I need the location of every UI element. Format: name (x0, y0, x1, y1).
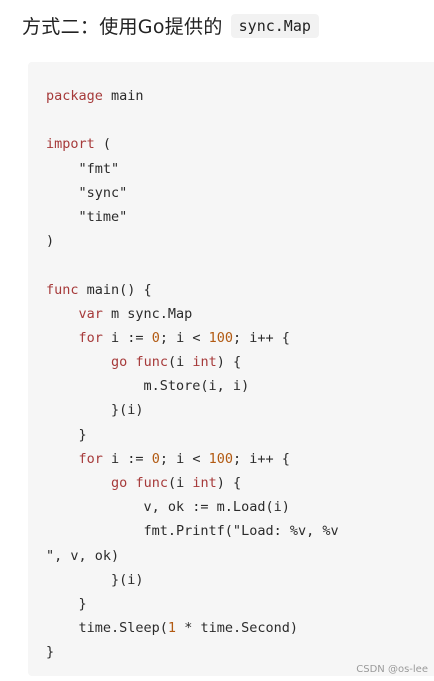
code-token: time.Sleep( (46, 620, 168, 637)
code-token: (i (167, 354, 193, 371)
watermark: CSDN @os-lee (356, 664, 428, 675)
code-token: func (135, 475, 168, 491)
code-line: ) (46, 229, 339, 253)
code-block: package main import ( "fmt" "sync" "time… (28, 62, 434, 676)
code-token: go (111, 475, 128, 491)
code-token (46, 354, 111, 370)
code-token: i := (102, 329, 152, 346)
code-token: 0 (151, 329, 160, 346)
code-token: v, ok := m.Load(i) (46, 499, 290, 516)
code-line: for i := 0; i < 100; i++ { (46, 326, 339, 350)
code-token (46, 451, 79, 467)
code-token: int (192, 354, 217, 371)
code-line: } (46, 640, 339, 664)
code-token: ) { (216, 475, 242, 491)
code-token: } (46, 426, 87, 443)
code-token: int (192, 475, 217, 491)
code-line: go func(i int) { (46, 350, 339, 374)
code-line: package main (46, 84, 339, 108)
code-token: "fmt" (46, 160, 120, 177)
code-token: 1 (167, 620, 177, 637)
code-token: main (102, 88, 144, 104)
heading-text: 方式二：使用Go提供的 (22, 16, 223, 38)
section-heading: 方式二：使用Go提供的 sync.Map (22, 12, 319, 39)
code-token: ; i++ { (233, 450, 290, 467)
code-line: } (46, 592, 339, 616)
code-line: }(i) (46, 568, 339, 592)
code-token: func (135, 354, 168, 371)
code-token: * time.Second) (176, 620, 298, 637)
code-token: ; i < (159, 450, 209, 467)
code-token: } (46, 595, 87, 612)
code-token: "sync" (46, 184, 128, 201)
code-token (46, 330, 79, 346)
code-line: import ( (46, 132, 339, 156)
code-token: ; i++ { (233, 329, 290, 346)
code-line: for i := 0; i < 100; i++ { (46, 447, 339, 471)
code-line (46, 108, 339, 132)
code-token: ( (94, 136, 112, 153)
code-line: "fmt" (46, 157, 339, 181)
code-line: v, ok := m.Load(i) (46, 495, 339, 519)
code-token: m sync.Map (102, 305, 193, 322)
code-lines: package main import ( "fmt" "sync" "time… (46, 84, 339, 665)
code-line: }(i) (46, 398, 339, 422)
code-token: ) (46, 233, 55, 250)
code-token: main() { (78, 281, 152, 298)
code-token: ) { (216, 354, 242, 371)
code-token: 100 (208, 329, 233, 346)
code-token: ", v, ok) (46, 547, 120, 564)
code-token: } (46, 644, 55, 661)
code-token: var (78, 305, 103, 322)
inline-code-sync-map: sync.Map (230, 13, 319, 38)
code-token (46, 475, 111, 491)
code-token: for (78, 450, 103, 467)
code-line: "time" (46, 205, 339, 229)
code-line: ", v, ok) (46, 544, 339, 568)
code-line: go func(i int) { (46, 471, 339, 495)
code-token: }(i) (46, 571, 144, 588)
code-line: fmt.Printf("Load: %v, %v (46, 519, 339, 543)
code-line: time.Sleep(1 * time.Second) (46, 616, 339, 640)
code-token (46, 306, 79, 322)
code-token: fmt.Printf("Load: %v, %v (46, 523, 339, 540)
code-line: m.Store(i, i) (46, 374, 339, 398)
code-token: 0 (151, 450, 160, 467)
code-token: for (78, 329, 103, 346)
code-token: func (46, 281, 79, 298)
code-token: ; i < (159, 329, 209, 346)
code-line: } (46, 423, 339, 447)
code-line: "sync" (46, 181, 339, 205)
code-token: 100 (208, 450, 233, 467)
code-line: var m sync.Map (46, 302, 339, 326)
code-token: package (46, 88, 103, 104)
code-token: (i (167, 475, 193, 491)
code-token: i := (102, 450, 152, 467)
code-token: go (111, 354, 128, 371)
code-token: }(i) (46, 402, 144, 419)
code-line: func main() { (46, 278, 339, 302)
code-line (46, 253, 339, 277)
code-token: import (46, 136, 95, 153)
code-token: "time" (46, 208, 128, 225)
code-token: m.Store(i, i) (46, 378, 250, 395)
